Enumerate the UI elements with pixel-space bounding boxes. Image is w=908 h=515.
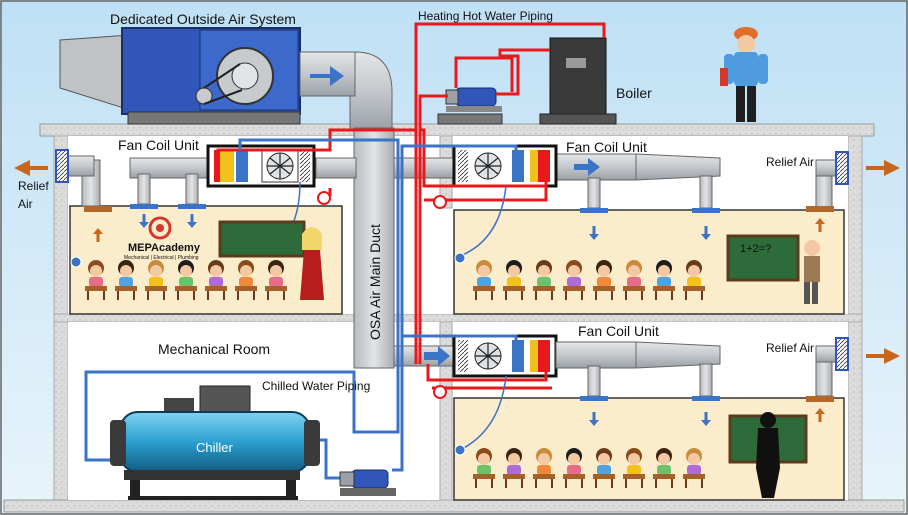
osa-main-duct [353,127,395,369]
supply-air-arrow-icon [589,226,599,240]
chalkboard-upper-left [218,220,306,258]
student-icon [563,448,585,488]
board-text: 1+2=? [740,243,771,255]
student-icon [623,260,645,300]
teacher-silhouette-icon [756,412,780,498]
return-air-arrow-icon [815,218,825,232]
chilled-water-pump-icon [339,469,396,496]
student-icon [683,260,705,300]
student-icon [533,260,555,300]
logo-brand: MEPAcademy [128,242,201,254]
relief-arrow-upper-right-icon [866,160,900,176]
air-arrows-layer [93,214,825,426]
doas-label: Dedicated Outside Air System [110,11,296,27]
relief-label-upper-right: Relief Air [766,155,814,169]
mep-academy-logo: MEPAcademy Mechanical | Electrical | Plu… [124,216,201,261]
thermostat-icon [454,444,466,456]
duct-lower [555,341,637,369]
relief-louver-lower-right [835,337,849,371]
relief-arrow-lower-right-icon [866,348,900,364]
roof-slab [39,123,875,137]
student-icon [85,260,107,300]
relief-label-left-1: Relief [18,179,49,193]
student-icon [235,260,257,300]
fcu-label-upper-left: Fan Coil Unit [118,137,199,153]
hot-water-piping [216,22,606,390]
return-air-arrow-icon [93,228,103,242]
fan-coil-unit-upper-right [452,144,558,188]
student-icon [175,260,197,300]
hot-water-piping-label: Heating Hot Water Piping [418,9,553,23]
fan-coil-unit-upper-left [206,144,316,188]
student-icon [205,260,227,300]
chiller-unit [110,385,320,500]
student-icon [533,448,555,488]
relief-label-left-2: Air [18,197,33,211]
thermostat-icon [454,252,466,264]
fan-coil-unit-lower [452,334,558,378]
teacher-upper-left-icon [300,227,324,300]
return-air-arrow-icon [815,408,825,422]
engineer-figure-icon [720,27,768,122]
ground-slab [3,499,905,513]
hot-water-pump-icon [455,87,497,107]
students-layer [85,260,705,488]
chilled-water-piping-label: Chilled Water Piping [262,379,370,393]
student-icon [473,448,495,488]
doas-base [127,111,301,125]
floor-slab [53,313,863,323]
student-icon [593,260,615,300]
fcu-label-upper-right: Fan Coil Unit [566,139,647,155]
logo-tagline: Mechanical | Electrical | Plumbing [124,255,199,261]
relief-arrow-left-icon [14,160,48,176]
relief-louver-left [55,149,69,183]
student-icon [593,448,615,488]
student-icon [265,260,287,300]
doas-supply-duct [299,51,356,97]
osa-duct-label: OSA Air Main Duct [367,224,383,340]
mech-room-label: Mechanical Room [158,341,270,357]
teacher-upper-right-icon [804,240,820,304]
supply-air-arrow-icon [139,214,149,228]
student-icon [563,260,585,300]
student-icon [653,260,675,300]
relief-louver-upper-right [835,151,849,185]
supply-air-arrow-icon [701,412,711,426]
supply-air-arrow-icon [701,226,711,240]
student-icon [503,448,525,488]
thermostat-icon [70,256,82,268]
student-icon [653,448,675,488]
boiler [549,37,607,117]
student-icon [503,260,525,300]
chalkboard-upper-right [726,234,800,282]
supply-air-arrow-icon [187,214,197,228]
boiler-label: Boiler [616,85,652,101]
fcu-label-lower: Fan Coil Unit [578,323,659,339]
student-icon [623,448,645,488]
student-icon [115,260,137,300]
student-icon [145,260,167,300]
relief-label-lower-right: Relief Air [766,341,814,355]
chiller-label: Chiller [196,440,234,455]
supply-air-arrow-icon [589,412,599,426]
student-icon [473,260,495,300]
supply-arrow-icon [310,66,344,86]
student-icon [683,448,705,488]
